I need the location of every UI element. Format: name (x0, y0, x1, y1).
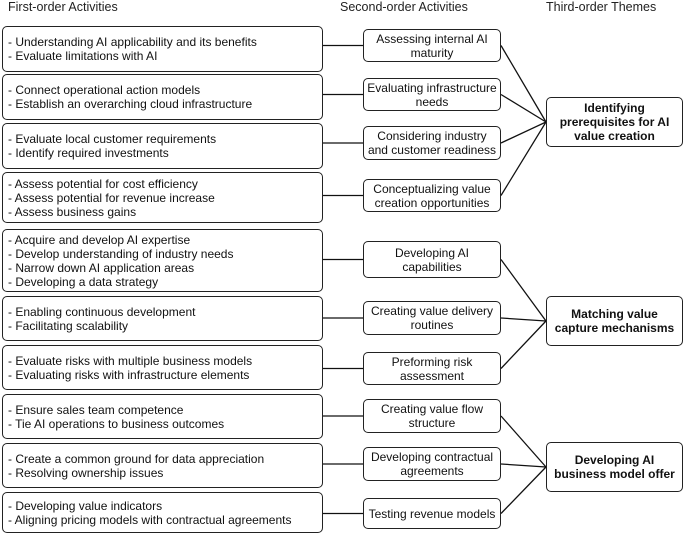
second-order-box: Assessing internal AI maturity (363, 29, 501, 62)
activity-item: - Enabling continuous development (8, 304, 196, 319)
activity-item: - Evaluating risks with infrastructure e… (8, 367, 250, 382)
activity-item: - Facilitating scalability (8, 318, 129, 333)
first-order-box: - Ensure sales team competence- Tie AI o… (2, 394, 323, 439)
second-order-box: Conceptualizing value creation opportuni… (363, 179, 501, 212)
second-order-box: Developing AI capabilities (363, 241, 501, 278)
first-order-box: - Assess potential for cost efficiency- … (2, 172, 323, 223)
connector-second-third (500, 121, 547, 144)
activity-item: - Aligning pricing models with contractu… (8, 512, 292, 527)
connector-second-third (500, 259, 547, 322)
header-second-order: Second-order Activities (340, 0, 468, 14)
second-order-box: Preforming risk assessment (363, 352, 501, 385)
first-order-box: - Acquire and develop AI expertise- Deve… (2, 229, 323, 292)
header-third-order: Third-order Themes (546, 0, 657, 14)
first-order-box: - Evaluate risks with multiple business … (2, 345, 323, 390)
activity-item: - Developing a data strategy (8, 274, 159, 289)
activity-item: - Tie AI operations to business outcomes (8, 416, 225, 431)
activity-item: - Ensure sales team competence (8, 402, 184, 417)
connector-second-third (500, 320, 547, 369)
first-order-box: - Connect operational action models- Est… (2, 74, 323, 120)
second-order-box: Evaluating infrastructure needs (363, 78, 501, 111)
connector-second-third (500, 317, 547, 322)
second-order-box: Developing contractual agreements (363, 447, 501, 481)
header-first-order: First-order Activities (8, 0, 118, 14)
activity-item: - Establish an overarching cloud infrast… (8, 97, 253, 111)
activity-item: - Developing value indicators (8, 498, 163, 513)
activity-item: - Assess potential for cost efficiency (8, 176, 198, 191)
activity-item: - Acquire and develop AI expertise (8, 232, 191, 247)
activity-item: - Narrow down AI application areas (8, 260, 195, 275)
activity-item: - Resolving ownership issues (8, 465, 164, 480)
activity-item: - Identify required investments (8, 146, 169, 160)
second-order-box: Considering industry and customer readin… (363, 126, 501, 160)
first-order-box: - Enabling continuous development- Facil… (2, 296, 323, 341)
first-order-box: - Create a common ground for data apprec… (2, 443, 323, 488)
first-order-box: - Understanding AI applicability and its… (2, 26, 323, 72)
activity-item: - Evaluate limitations with AI (8, 49, 158, 63)
connector-second-third (500, 415, 547, 468)
connector-second-third (500, 463, 547, 468)
activity-item: - Develop understanding of industry need… (8, 246, 234, 261)
second-order-box: Creating value delivery routines (363, 301, 501, 335)
activity-item: - Create a common ground for data apprec… (8, 451, 265, 466)
activity-item: - Understanding AI applicability and its… (8, 35, 257, 49)
connector-second-third (500, 93, 547, 123)
activity-item: - Connect operational action models (8, 83, 201, 97)
activity-item: - Evaluate local customer requirements (8, 132, 217, 146)
activity-item: - Assess potential for revenue increase (8, 190, 215, 205)
connector-second-third (500, 45, 547, 123)
first-order-box: - Developing value indicators- Aligning … (2, 492, 323, 533)
second-order-box: Testing revenue models (363, 498, 501, 529)
connector-second-third (500, 466, 547, 514)
activity-item: - Assess business gains (8, 204, 137, 219)
connector-second-third (500, 121, 547, 196)
activity-item: - Evaluate risks with multiple business … (8, 353, 253, 368)
third-order-theme-box: Identifying prerequisites for AI value c… (546, 97, 683, 147)
second-order-box: Creating value flow structure (363, 399, 501, 433)
third-order-theme-box: Developing AI business model offer (546, 442, 683, 492)
third-order-theme-box: Matching value capture mechanisms (546, 296, 683, 346)
first-order-box: - Evaluate local customer requirements- … (2, 123, 323, 169)
